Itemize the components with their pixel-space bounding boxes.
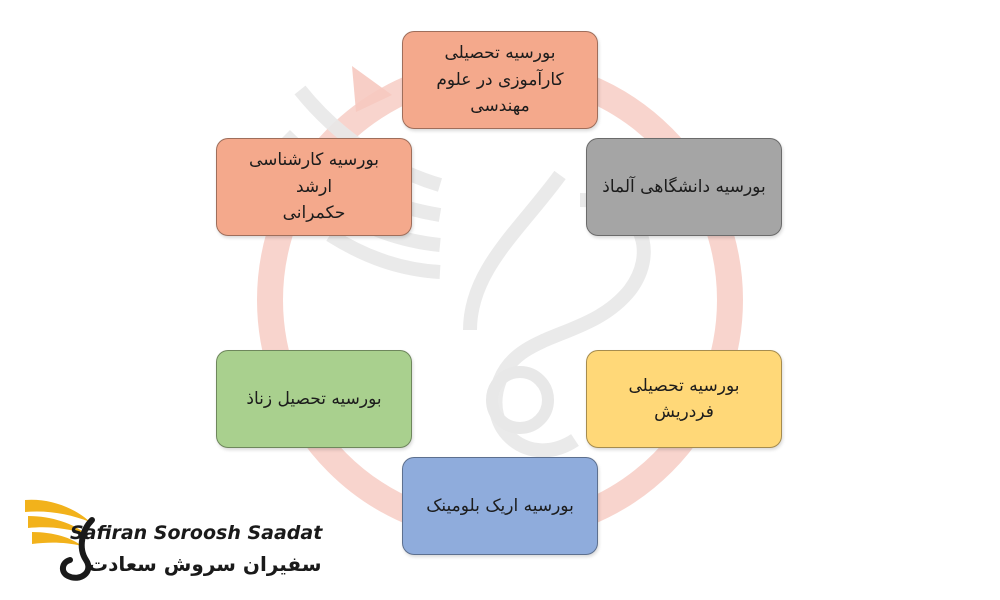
watermark-swirl	[486, 366, 554, 434]
node-label: بورسیه کارشناسی ارشد حکمرانی	[248, 150, 380, 224]
node-governance-masters: بورسیه کارشناسی ارشد حکمرانی	[216, 138, 412, 236]
cycle-arrowhead-icon	[352, 66, 392, 112]
node-zanaz-scholarship: بورسیه تحصیل زناذ	[216, 350, 412, 448]
node-label: بورسیه دانشگاهی آلماذ	[602, 176, 766, 197]
node-label: بورسیه اریک بلومینک	[426, 495, 574, 516]
node-label: بورسیه تحصیل زناذ	[246, 388, 382, 409]
node-label: بورسیه تحصیلی فردریش	[628, 375, 740, 422]
node-label: بورسیه تحصیلی کارآموزی در علوم مهندسی	[436, 43, 564, 117]
logo-text-en: Safiran Soroosh Saadat	[70, 522, 323, 544]
node-engineering-internship: بورسیه تحصیلی کارآموزی در علوم مهندسی	[402, 31, 598, 129]
node-almaz-university: بورسیه دانشگاهی آلماذ	[586, 138, 782, 236]
node-erik-bleumink: بورسیه اریک بلومینک	[402, 457, 598, 555]
node-friedrich-scholarship: بورسیه تحصیلی فردریش	[586, 350, 782, 448]
logo-wing-icon	[25, 499, 90, 546]
logo-text-fa: سفیران سروش سعادت	[88, 552, 322, 576]
company-logo	[25, 499, 95, 581]
logo-swan-icon	[60, 517, 95, 581]
